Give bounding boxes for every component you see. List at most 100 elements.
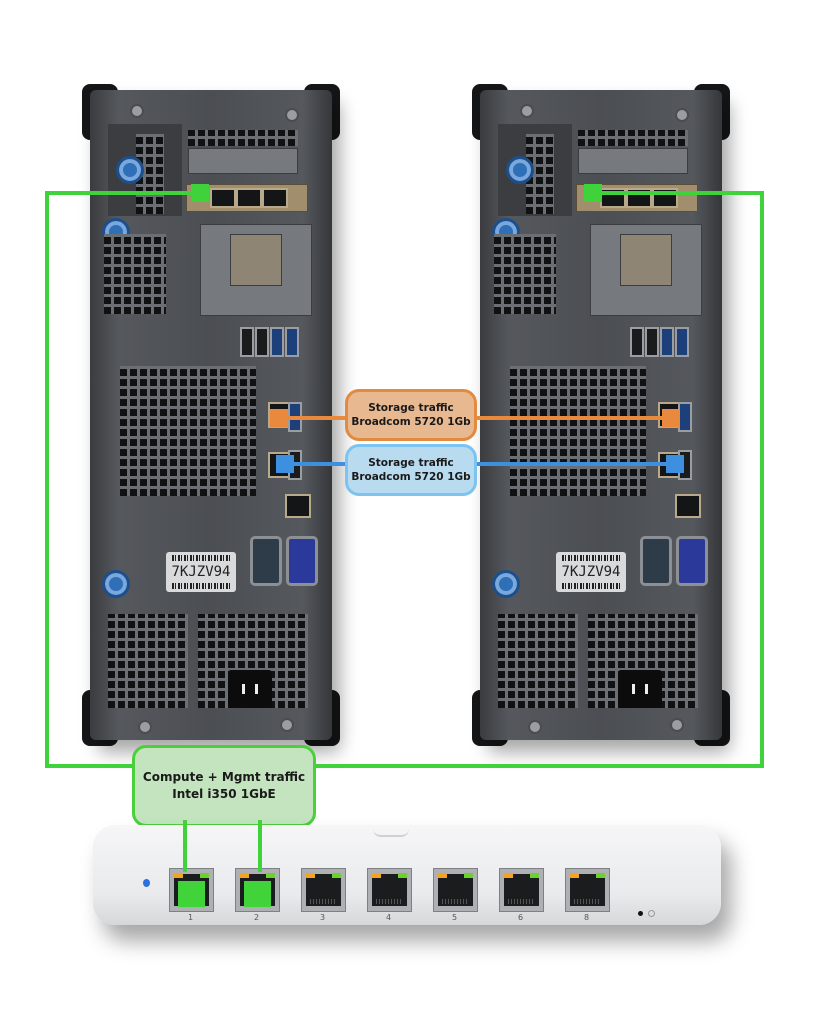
usb3-port xyxy=(678,402,692,432)
thumbscrew-icon xyxy=(102,570,130,598)
switch-notch xyxy=(373,829,409,837)
reset-button[interactable] xyxy=(648,910,655,917)
link-led-icon xyxy=(398,873,407,878)
service-tag: 7KJZV94 xyxy=(556,552,626,592)
connected-cable-marker xyxy=(178,881,205,907)
switch-port-number: 6 xyxy=(517,913,524,922)
activity-led-icon xyxy=(306,873,315,878)
callout-line2: Broadcom 5720 1Gb xyxy=(351,471,471,483)
switch-port-6[interactable] xyxy=(499,868,544,912)
rj45-jack xyxy=(504,874,539,906)
compute-traffic-label: Compute + Mgmt traffic Intel i350 1GbE xyxy=(132,745,316,827)
thumbscrew-icon xyxy=(492,570,520,598)
switch-port-2[interactable] xyxy=(235,868,280,912)
activity-led-icon xyxy=(372,873,381,878)
vga-port xyxy=(676,536,708,586)
psu-vent xyxy=(198,614,308,708)
rj45-jack xyxy=(438,874,473,906)
psu-vent xyxy=(108,614,188,708)
vent xyxy=(104,234,166,314)
cover-plate xyxy=(230,234,282,286)
switch-port-4[interactable] xyxy=(367,868,412,912)
pcie-slot-blank xyxy=(188,148,298,174)
rj45-jack xyxy=(306,874,341,906)
link-led-icon xyxy=(596,873,605,878)
power-led-icon xyxy=(143,879,150,887)
vent xyxy=(578,130,688,146)
vent xyxy=(494,234,556,314)
screw xyxy=(528,720,542,734)
storage-link-a-line xyxy=(282,416,674,420)
fan-vent xyxy=(120,366,256,496)
switch-port-8[interactable] xyxy=(565,868,610,912)
switch-port-5[interactable] xyxy=(433,868,478,912)
compute-link-drop-port2 xyxy=(258,820,262,872)
usb-port xyxy=(255,327,269,357)
service-tag: 7KJZV94 xyxy=(166,552,236,592)
pcie-slot-blank xyxy=(578,148,688,174)
callout-line1: Compute + Mgmt traffic xyxy=(142,770,306,784)
idrac-port xyxy=(285,494,311,518)
nic-port xyxy=(210,188,236,208)
serial-port xyxy=(250,536,282,586)
usb3-port xyxy=(660,327,674,357)
switch-port-1[interactable] xyxy=(169,868,214,912)
switch-port-number: 3 xyxy=(319,913,326,922)
compute-link-line xyxy=(45,764,764,768)
fan-vent xyxy=(510,366,646,496)
server-a-storage-port-1-marker xyxy=(270,409,288,427)
power-inlet xyxy=(618,670,662,708)
screw xyxy=(520,104,534,118)
screw xyxy=(670,718,684,732)
callout-line2: Intel i350 1GbE xyxy=(172,787,276,801)
screw xyxy=(285,108,299,122)
service-tag-text: 7KJZV94 xyxy=(561,564,621,580)
switch-port-number: 5 xyxy=(451,913,458,922)
nic-port xyxy=(236,188,262,208)
service-tag-text: 7KJZV94 xyxy=(171,564,231,580)
server-a-nic-port-marker xyxy=(191,184,209,202)
usb3-port xyxy=(270,327,284,357)
storage-traffic-label-a: Storage traffic Broadcom 5720 1Gb xyxy=(345,389,477,441)
thumbscrew-icon xyxy=(506,156,534,184)
callout-line1: Storage traffic xyxy=(368,457,454,469)
server-b-nic-port-marker xyxy=(584,184,602,202)
link-led-icon xyxy=(530,873,539,878)
storage-traffic-label-b: Storage traffic Broadcom 5720 1Gb xyxy=(345,444,477,496)
compute-link-line xyxy=(45,191,49,768)
activity-led-icon xyxy=(570,873,579,878)
rj45-jack xyxy=(372,874,407,906)
compute-link-line xyxy=(45,191,195,195)
idrac-port xyxy=(675,494,701,518)
server-b-storage-port-1-marker xyxy=(662,409,680,427)
server-a-storage-port-2-marker xyxy=(276,455,294,473)
usb-port xyxy=(645,327,659,357)
vga-port xyxy=(286,536,318,586)
usb-port xyxy=(240,327,254,357)
link-led-icon xyxy=(464,873,473,878)
screw xyxy=(130,104,144,118)
screw xyxy=(280,718,294,732)
switch-port-number: 2 xyxy=(253,913,260,922)
connected-cable-marker xyxy=(244,881,271,907)
serial-port xyxy=(640,536,672,586)
thumbscrew-icon xyxy=(116,156,144,184)
callout-line1: Storage traffic xyxy=(368,402,454,414)
compute-link-line xyxy=(760,191,764,768)
activity-led-icon xyxy=(504,873,513,878)
storage-link-b-line xyxy=(282,462,674,466)
psu-vent xyxy=(498,614,578,708)
link-led-icon xyxy=(332,873,341,878)
usb-port xyxy=(630,327,644,357)
switch-port-number: 8 xyxy=(583,913,590,922)
server-a: 7KJZV94 xyxy=(80,84,342,746)
screw xyxy=(138,720,152,734)
switch-port-number: 4 xyxy=(385,913,392,922)
usb3-port xyxy=(675,327,689,357)
link-led-icon xyxy=(200,873,209,878)
link-led-icon xyxy=(266,873,275,878)
switch-port-3[interactable] xyxy=(301,868,346,912)
callout-line2: Broadcom 5720 1Gb xyxy=(351,416,471,428)
nic-port xyxy=(262,188,288,208)
